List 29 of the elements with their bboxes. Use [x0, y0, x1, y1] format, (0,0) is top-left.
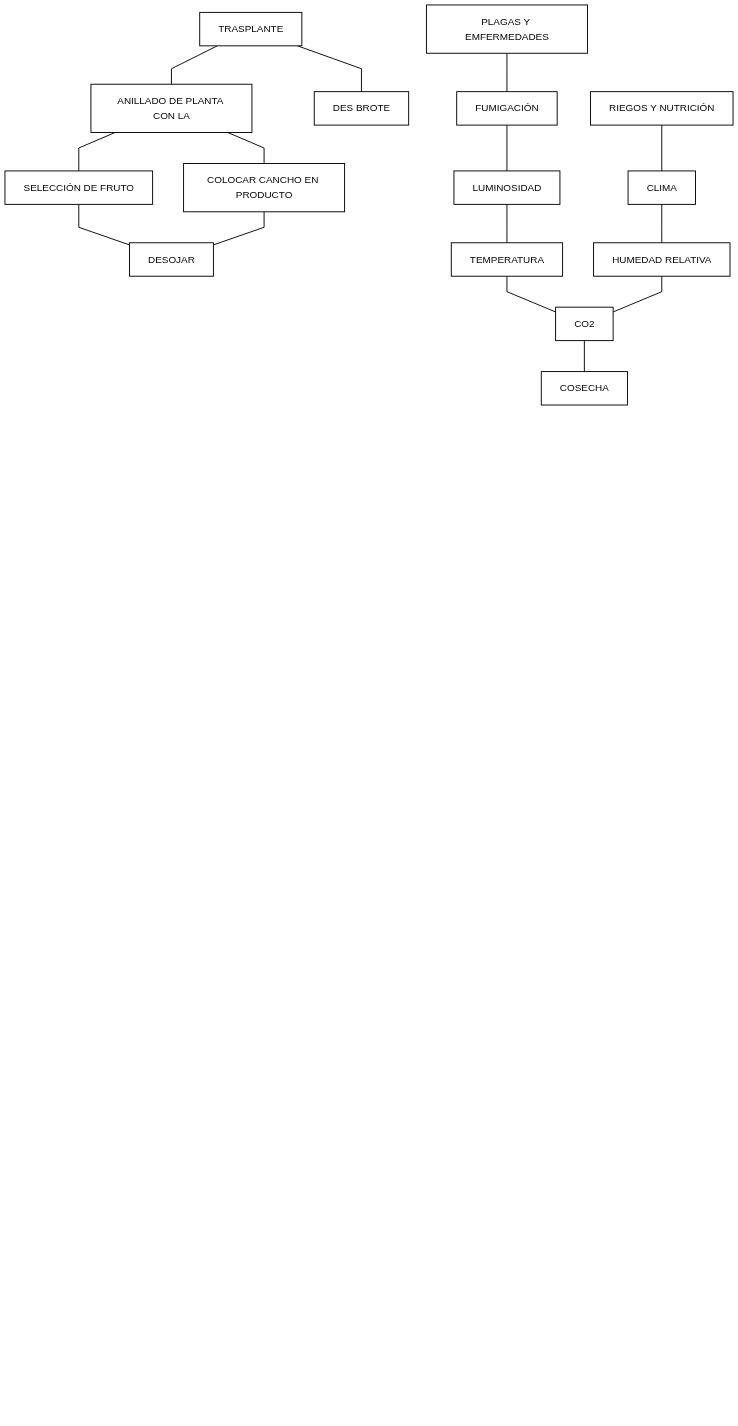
node-box: ANILLADO DE PLANTA CON LA — [90, 83, 253, 133]
connector — [506, 52, 508, 93]
connector — [78, 203, 130, 246]
connector — [583, 340, 585, 373]
connector — [170, 45, 218, 85]
node-box: CO2 — [555, 306, 614, 342]
connector — [661, 124, 663, 172]
node-box: COSECHA — [540, 371, 628, 406]
node-box: HUMEDAD RELATIVA — [593, 242, 731, 277]
node-box: SELECCIÓN DE FRUTO — [4, 170, 154, 205]
node-box: PLAGAS Y EMFERMEDADES — [425, 4, 588, 54]
connector — [227, 132, 265, 164]
node-box: CLIMA — [627, 170, 696, 205]
connector — [78, 132, 116, 172]
node-box: FUMIGACIÓN — [456, 91, 558, 126]
connector — [506, 203, 508, 244]
connector — [661, 203, 663, 244]
node-box: DES BROTE — [313, 91, 410, 126]
connector — [612, 275, 663, 313]
connector — [506, 124, 508, 172]
node-box: COLOCAR CANCHO EN PRODUCTO — [183, 163, 346, 213]
connector — [506, 275, 557, 313]
node-box: DESOJAR — [129, 242, 214, 277]
connector — [297, 45, 362, 93]
node-box: RIEGOS Y NUTRICIÓN — [590, 91, 734, 126]
node-box: LUMINOSIDAD — [453, 170, 561, 205]
connector — [212, 211, 265, 246]
node-box: TRASPLANTE — [199, 11, 303, 47]
node-box: TEMPERATURA — [450, 242, 564, 277]
